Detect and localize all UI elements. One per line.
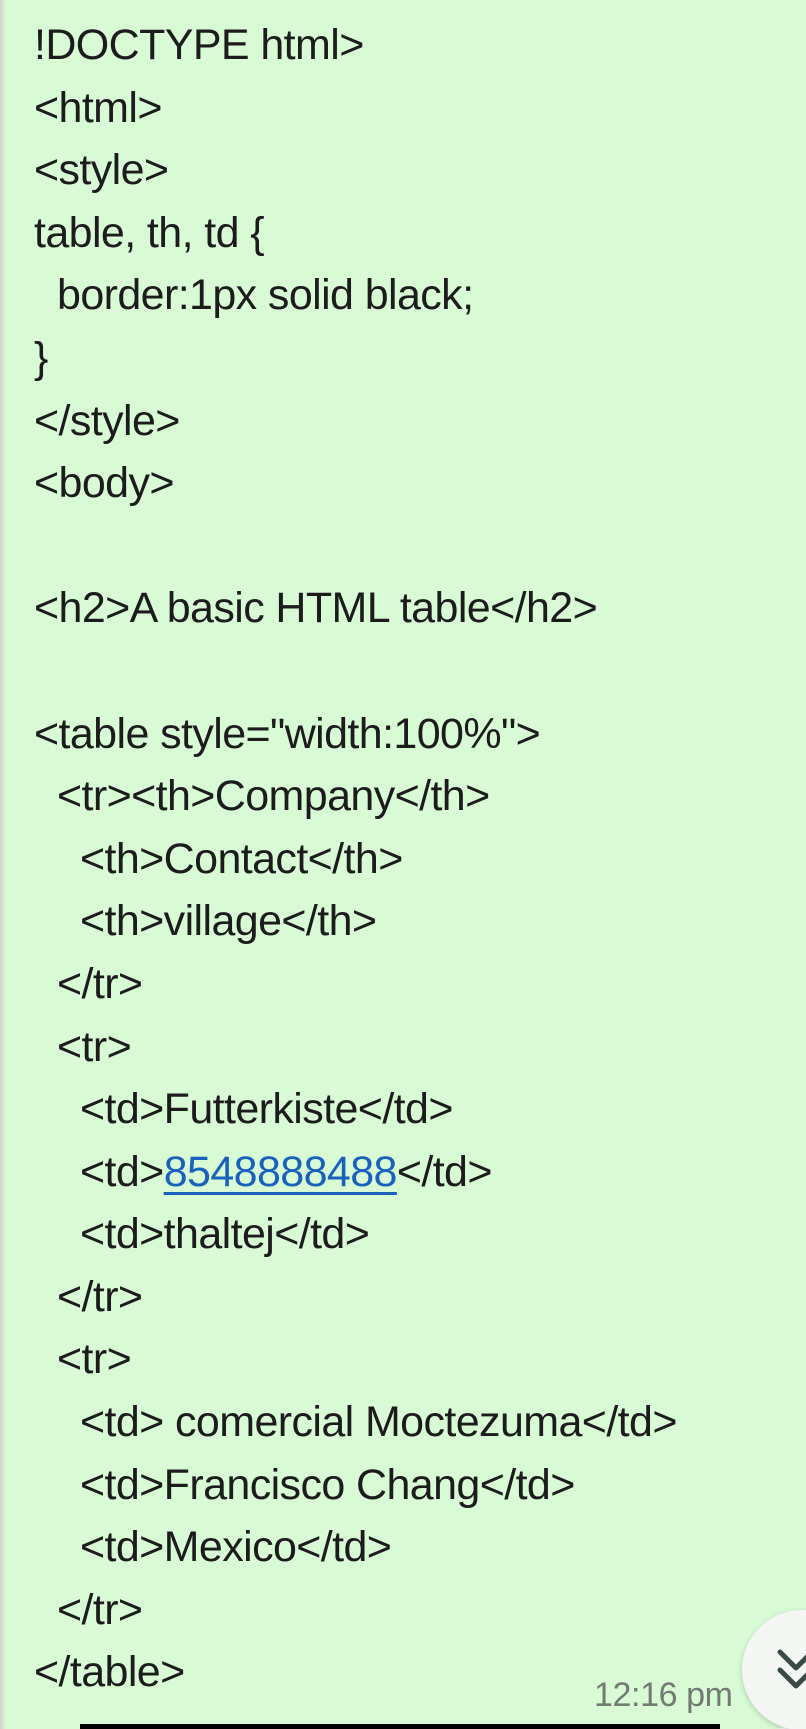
message-line: <td>Mexico</td> — [80, 1523, 392, 1572]
message-line: <tr> — [57, 1335, 132, 1384]
phone-number-link[interactable]: 8548888488 — [163, 1147, 398, 1196]
bubble-edge — [0, 0, 6, 1729]
message-line: <body> — [34, 459, 174, 508]
message-line: <style> — [34, 146, 169, 195]
message-line: border:1px solid black; — [57, 271, 474, 320]
message-line: <h2>A basic HTML table</h2> — [34, 584, 598, 633]
message-line: <html> — [34, 83, 162, 132]
message-line: </tr> — [57, 959, 143, 1008]
message-line: <th>village</th> — [80, 897, 377, 946]
message-line: table, th, td { — [34, 208, 265, 257]
message-line: <tr><th>Company</th> — [57, 772, 490, 821]
message-line-with-link: <td>8548888488</td> — [34, 1141, 794, 1204]
message-line: <td>thaltej</td> — [80, 1210, 370, 1259]
message-line: <td>Futterkiste</td> — [80, 1085, 453, 1134]
double-chevron-down-icon — [777, 1649, 806, 1689]
message-line: <table style="width:100%"> — [34, 709, 541, 758]
message-line: <th>Contact</th> — [80, 834, 403, 883]
message-text: !DOCTYPE html> <html> <style> table, th,… — [34, 14, 794, 1704]
message-line — [34, 640, 794, 703]
message-line: <tr> — [57, 1022, 132, 1071]
message-line: !DOCTYPE html> — [34, 21, 364, 69]
message-timestamp: 12:16 pm — [594, 1676, 733, 1714]
message-line: </table> — [34, 1648, 185, 1697]
message-line: </style> — [34, 396, 180, 445]
bottom-divider — [80, 1724, 720, 1729]
message-line — [34, 515, 794, 578]
message-line: <td>Francisco Chang</td> — [80, 1460, 575, 1509]
line-suffix: </td> — [396, 1147, 493, 1196]
message-line: <td> comercial Moctezuma</td> — [80, 1398, 677, 1447]
message-line: </tr> — [57, 1272, 143, 1321]
message-line: </tr> — [57, 1585, 143, 1634]
line-prefix: <td> — [80, 1147, 164, 1196]
message-line: } — [34, 333, 48, 382]
